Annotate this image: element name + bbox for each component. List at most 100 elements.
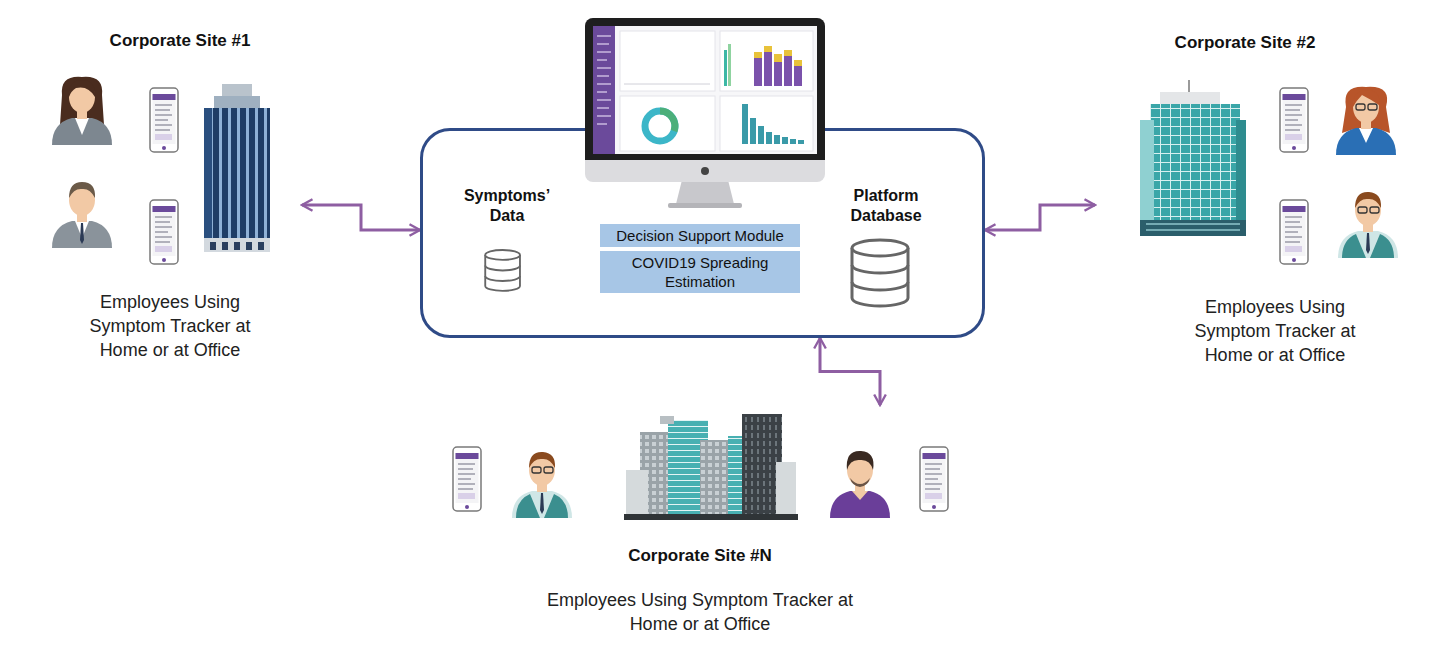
monitor bbox=[660, 111, 675, 131]
monitor bbox=[774, 54, 782, 62]
man-figure bbox=[1366, 233, 1370, 254]
office-buildings bbox=[624, 514, 798, 520]
phone-icon bbox=[920, 447, 948, 511]
office-tower bbox=[204, 108, 212, 240]
site-group: Corporate Site #N Employees Using Symptom… bbox=[440, 405, 960, 640]
monitor bbox=[701, 167, 709, 175]
monitor bbox=[645, 111, 675, 141]
man-figure bbox=[1342, 234, 1394, 258]
monitor bbox=[754, 46, 802, 66]
monitor bbox=[585, 18, 825, 160]
site-title: Corporate Site #2 bbox=[1135, 32, 1355, 54]
man-figure bbox=[830, 451, 890, 518]
text-slot: Employees Using Symptom Tracker at Home … bbox=[70, 290, 270, 362]
man-figure bbox=[80, 223, 84, 244]
module-label: Decision Support Module bbox=[614, 226, 786, 245]
office-tower bbox=[1150, 104, 1240, 222]
monitor bbox=[764, 52, 772, 86]
text-slot: Platform Database bbox=[834, 186, 938, 226]
monitor bbox=[758, 126, 764, 144]
woman-figure bbox=[52, 77, 112, 145]
man-figure bbox=[847, 451, 874, 470]
woman-figure bbox=[1342, 87, 1390, 133]
man-figure bbox=[52, 182, 112, 248]
text-slot: Corporate Site #2 bbox=[1135, 32, 1355, 54]
office-tower bbox=[1146, 224, 1240, 230]
man-figure bbox=[852, 491, 868, 500]
man-figure bbox=[69, 182, 95, 198]
text-slot: Employees Using Symptom Tracker at Home … bbox=[1175, 295, 1375, 367]
monitor bbox=[754, 52, 802, 86]
office-tower bbox=[1188, 80, 1190, 94]
office-tower bbox=[204, 84, 270, 252]
man-figure bbox=[529, 452, 555, 468]
man-figure bbox=[1370, 207, 1379, 213]
database-icon bbox=[485, 250, 520, 291]
monitor bbox=[668, 203, 742, 208]
monitor bbox=[774, 62, 782, 86]
man-figure bbox=[52, 221, 112, 248]
woman-figure bbox=[69, 81, 95, 113]
monitor bbox=[784, 50, 792, 56]
monitor bbox=[585, 18, 825, 208]
site-group: Corporate Site #1Employees Using Symptom… bbox=[40, 22, 302, 367]
monitor bbox=[742, 104, 804, 144]
monitor bbox=[720, 31, 813, 91]
monitor bbox=[798, 140, 804, 144]
monitor bbox=[585, 18, 825, 182]
woman-figure bbox=[1368, 104, 1377, 110]
module-box: Decision Support Module bbox=[600, 224, 800, 247]
office-tower bbox=[222, 84, 252, 98]
database-label: Platform Database bbox=[834, 186, 938, 226]
text-slot: Employees Using Symptom Tracker at Home … bbox=[530, 588, 870, 636]
man-figure bbox=[512, 452, 572, 518]
phone-icon bbox=[453, 447, 481, 511]
monitor bbox=[774, 135, 780, 144]
woman-figure bbox=[69, 80, 95, 97]
office-tower bbox=[1140, 120, 1154, 222]
woman-figure bbox=[1356, 104, 1365, 110]
office-tower bbox=[214, 96, 260, 110]
text-slot: Symptoms’ Data bbox=[457, 186, 557, 226]
monitor bbox=[766, 132, 772, 144]
office-tower bbox=[204, 108, 270, 240]
office-buildings bbox=[624, 414, 798, 520]
platform-box: Symptoms’ Data Platform DatabaseDecision … bbox=[420, 128, 985, 338]
phone-icon bbox=[150, 88, 178, 152]
monitor bbox=[720, 96, 813, 151]
module-label: COVID19 Spreading Estimation bbox=[614, 253, 786, 291]
monitor bbox=[620, 31, 715, 91]
office-tower bbox=[1236, 120, 1246, 222]
text-slot: Corporate Site #N bbox=[590, 545, 810, 567]
site-caption: Employees Using Symptom Tracker at Home … bbox=[1175, 295, 1375, 367]
monitor bbox=[764, 46, 772, 52]
man-figure bbox=[1338, 192, 1398, 258]
office-tower bbox=[1140, 220, 1246, 236]
man-figure bbox=[532, 467, 541, 473]
phone-icon bbox=[1280, 200, 1308, 264]
office-buildings bbox=[776, 462, 796, 516]
woman-figure bbox=[60, 77, 104, 125]
monitor bbox=[676, 180, 734, 204]
phone-icon bbox=[150, 200, 178, 264]
monitor bbox=[728, 44, 731, 86]
office-tower bbox=[1140, 80, 1246, 236]
monitor bbox=[585, 150, 825, 160]
woman-figure bbox=[1336, 87, 1396, 155]
monitor bbox=[593, 26, 817, 154]
man-figure bbox=[516, 494, 568, 518]
man-figure bbox=[540, 493, 544, 514]
phone-icon bbox=[1280, 88, 1308, 152]
module-box: COVID19 Spreading Estimation bbox=[600, 251, 800, 293]
monitor bbox=[782, 137, 788, 144]
man-figure bbox=[830, 491, 890, 518]
monitor bbox=[794, 66, 802, 86]
woman-figure bbox=[1353, 91, 1379, 123]
monitor bbox=[624, 84, 710, 85]
office-buildings bbox=[626, 470, 648, 516]
monitor bbox=[724, 50, 727, 86]
monitor bbox=[790, 139, 796, 144]
office-buildings bbox=[660, 416, 674, 424]
man-figure bbox=[1358, 207, 1367, 213]
